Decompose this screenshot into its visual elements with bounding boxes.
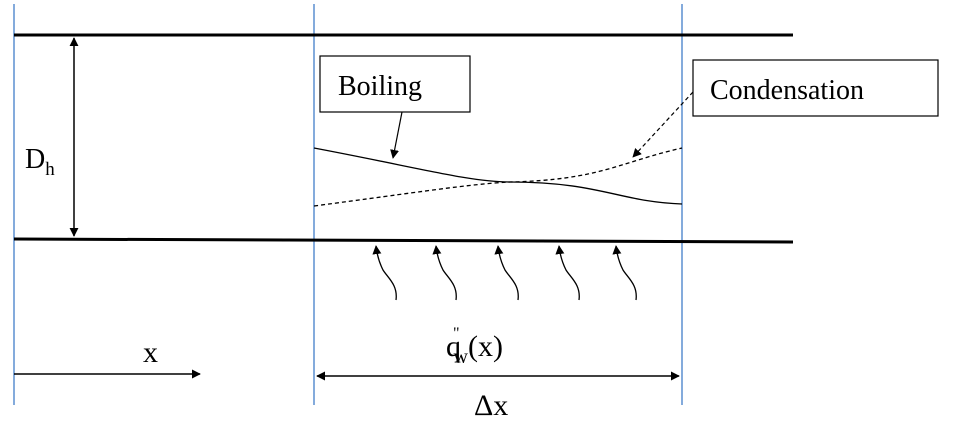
heat-flux-arrow-1	[372, 245, 397, 301]
diameter-label: Dh	[25, 144, 55, 180]
boiling-callout-text: Boiling	[338, 71, 422, 102]
condensation-callout-box	[692, 59, 939, 117]
heat-flux-arrow-4	[555, 245, 580, 301]
condensation-curve	[313, 147, 683, 207]
heat-flux-arrow-2	[432, 245, 457, 301]
heat-flux-label: q"w(x)	[446, 325, 503, 368]
condensation-callout-arrow	[632, 91, 694, 158]
condensation-callout-text: Condensation	[710, 75, 864, 106]
bottom-wall	[13, 237, 794, 244]
boiling-callout-box	[319, 55, 471, 113]
heat-flux-arrow-3	[494, 245, 519, 301]
boiling-curve	[313, 147, 683, 205]
heat-flux-arrow-5	[612, 245, 637, 301]
x-label: x	[143, 336, 158, 369]
boiling-callout-arrow	[390, 111, 403, 159]
segment-length-label: Δx	[474, 389, 508, 422]
